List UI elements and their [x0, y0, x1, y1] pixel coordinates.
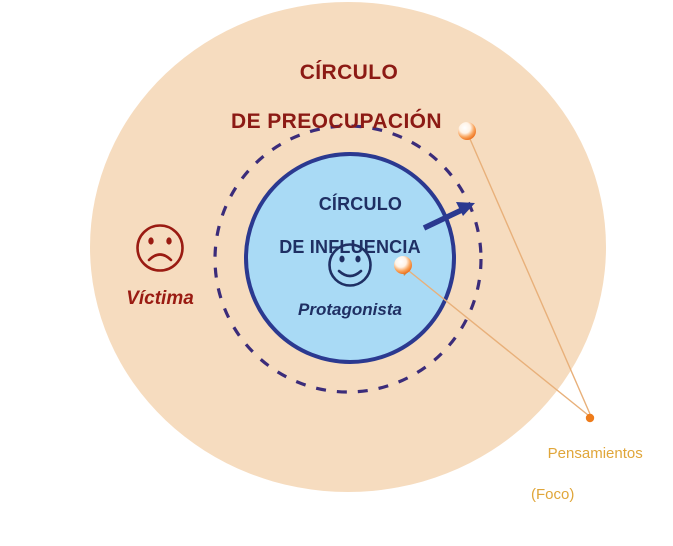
influence-circle-shape: [244, 152, 456, 364]
leader-line-to-outer-focus: [469, 138, 591, 415]
protagonist-label: Protagonista: [298, 300, 402, 319]
thoughts-focus-label: Pensamientos (Foco): [531, 424, 643, 546]
influence-title-line-1: CÍRCULO: [318, 194, 403, 215]
influence-circle-title: CÍRCULO DE INFLUENCIA: [245, 173, 455, 300]
expansion-arrow-icon: [422, 202, 475, 231]
focus-point-inside-influence: [394, 256, 412, 274]
dashed-boundary-circle: [213, 124, 483, 394]
influence-title-line-2: DE INFLUENCIA: [279, 236, 421, 257]
sad-face-icon: [136, 224, 184, 272]
concern-circle-title: CÍRCULO DE PREOCUPACIÓN: [0, 36, 673, 185]
focus-point-outside-influence: [458, 122, 476, 140]
thoughts-label-line-2: (Foco): [531, 485, 575, 503]
thoughts-label-line-1: Pensamientos: [547, 445, 643, 463]
thoughts-anchor-dot: [585, 413, 595, 423]
leader-line-to-inner-focus: [408, 270, 589, 416]
concern-title-line-2: DE PREOCUPACIÓN: [231, 110, 442, 134]
diagram-canvas: CÍRCULO DE PREOCUPACIÓN CÍRCULO DE INFLU…: [0, 2, 673, 503]
victim-label: Víctima: [126, 288, 194, 309]
smiley-happy-face-icon: [328, 243, 372, 287]
circles-of-influence-diagram: [90, 2, 606, 492]
concern-title-line-1: CÍRCULO: [299, 60, 399, 84]
